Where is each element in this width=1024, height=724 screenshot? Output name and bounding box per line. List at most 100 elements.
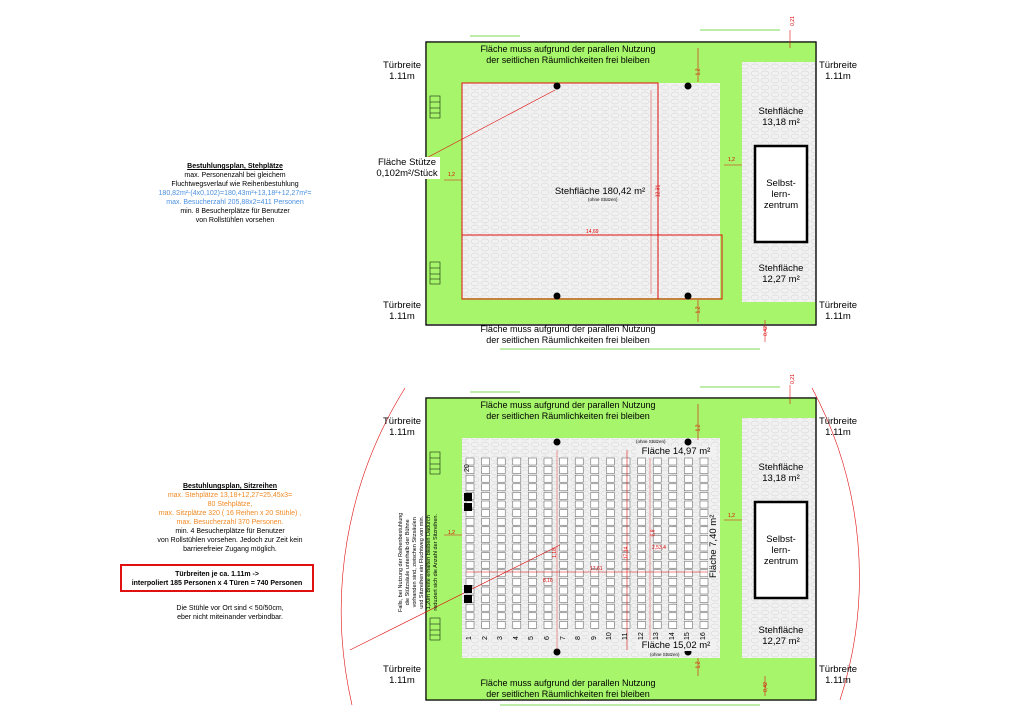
chair [684,552,693,560]
chair [559,457,568,466]
chairs-note: Die Stühle vor Ort sind < 50/50cm, eber … [176,605,284,621]
chair [481,535,490,543]
chair [606,526,615,535]
chair [621,621,631,629]
dim-1-2: 1,2 [448,530,455,536]
chair [668,621,678,629]
chair [621,509,631,517]
self-learning-box [753,500,809,600]
chair [606,535,615,543]
chair [699,603,709,612]
chair [543,474,553,483]
chair [465,517,475,526]
chair [668,492,678,500]
chair [512,595,522,603]
chair [512,466,522,474]
chair-grid [465,457,709,629]
column-dot [684,438,692,446]
chair [606,474,615,483]
row-number-label: 12 [637,632,645,640]
chair [668,595,678,603]
chair [637,492,646,500]
chair [465,526,475,535]
chair [652,492,662,500]
bottom-plan [340,385,860,706]
chair [559,560,568,569]
chair [637,552,646,560]
column-dot [684,82,692,90]
dim-12-31: 12,31 [655,184,662,198]
chair [699,612,709,621]
wheelchair-icon [464,503,472,511]
top-plan [399,29,817,350]
chair [637,535,646,543]
chair [543,543,553,552]
chair [528,509,537,517]
self-learning-label-bottom: Selbst-lern-zentrum [763,534,799,567]
chair [528,474,537,483]
chair [496,457,506,466]
row-number-label: 2 [481,636,489,640]
chair [528,578,537,586]
chair [528,517,537,526]
chair [574,603,584,612]
chair [559,595,568,603]
chair [621,603,631,612]
chair [528,560,537,569]
chair [574,492,584,500]
chair [652,612,662,621]
chair [574,483,584,492]
chair [684,578,693,586]
chair [543,509,553,517]
standing-plan-title: Bestuhlungsplan, Stehplätze [187,163,283,170]
chair [684,500,693,509]
chair [465,578,475,586]
chair [496,569,506,578]
chair [621,483,631,492]
row-number-label: 5 [528,636,536,640]
chair [652,474,662,483]
chair [590,526,600,535]
chair [637,483,646,492]
top-plan-floor [425,41,817,326]
dim-0-42: 0,42 [762,326,769,336]
chair [574,474,584,483]
chair [481,595,490,603]
chair [496,586,506,595]
chair [528,535,537,543]
dim-1-2: 1,2 [695,306,702,314]
chair [684,466,693,474]
column-dot [553,292,561,300]
chair [699,457,709,466]
chair [481,466,490,474]
chair [512,517,522,526]
area-14-97: Fläche 14,97 m² [636,446,716,457]
top-plan-wall-east [720,42,742,324]
chair [699,552,709,560]
chair [590,612,600,621]
chair [621,466,631,474]
chair [496,492,506,500]
chair [652,560,662,569]
chair [512,483,522,492]
self-learning-box [753,144,809,244]
dim-17-14: 17,14 [623,546,630,560]
dim-0-21: 0,21 [789,16,796,26]
chair [621,552,631,560]
chair [668,586,678,595]
chair [668,457,678,466]
chair [606,612,615,621]
chair [699,543,709,552]
chair [574,517,584,526]
chair [684,603,693,612]
chair [512,621,522,629]
chair [668,569,678,578]
chair [559,543,568,552]
chair [528,586,537,595]
chair [543,603,553,612]
chair [528,603,537,612]
chair [606,569,615,578]
